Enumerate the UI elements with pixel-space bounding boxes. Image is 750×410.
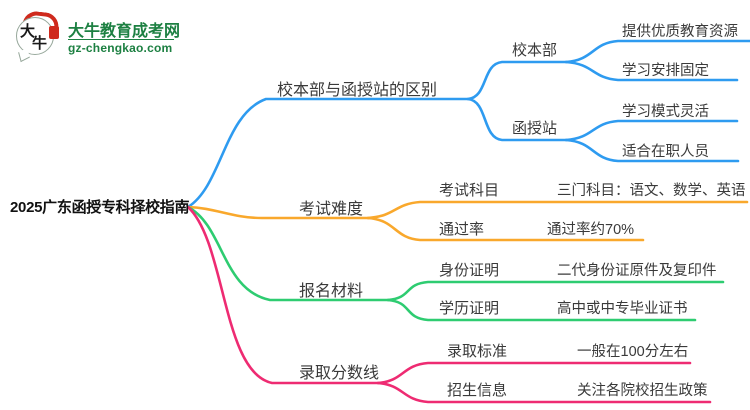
leaf-label-three-subjects[interactable]: 三门科目：语文、数学、英语 [557,183,746,199]
brand-divider [68,39,174,40]
root-node-title[interactable]: 2025广东函授专科择校指南 [10,199,190,216]
child-label-campus[interactable]: 校本部 [512,42,558,59]
child-label-education-proof[interactable]: 学历证明 [439,300,500,317]
logo-red-seal [49,26,59,39]
branch-wires-exam [186,200,749,242]
leaf-label-diploma[interactable]: 高中或中专毕业证书 [557,301,688,317]
leaf-label-fixed-schedule[interactable]: 学习安排固定 [622,63,709,79]
leaf-label-for-employed[interactable]: 适合在职人员 [622,144,709,160]
child-label-exam-subjects[interactable]: 考试科目 [439,182,500,199]
branch-wires-scoreline [186,205,712,404]
child-label-station[interactable]: 函授站 [512,120,558,137]
child-label-enrollment-info[interactable]: 招生信息 [447,382,508,399]
site-logo: 大 牛 大牛教育成考网 gz-chengkao.com [12,10,182,66]
logo-char: 大 [20,23,36,40]
leaf-label-id-card-copy[interactable]: 二代身份证原件及复印件 [557,263,717,279]
branch-label-campus-vs-station[interactable]: 校本部与函授站的区别 [277,82,438,99]
brand-domain: gz-chengkao.com [68,41,173,55]
leaf-label-flexible-mode[interactable]: 学习模式灵活 [622,104,709,120]
bull-logo-icon: 大 牛 [12,10,60,64]
branch-wires-materials [186,205,725,322]
leaf-label-around-100[interactable]: 一般在100分左右 [577,344,689,360]
child-label-identity-proof[interactable]: 身份证明 [439,262,500,279]
child-label-admission-standard[interactable]: 录取标准 [447,343,508,360]
brand-name: 大牛教育成考网 [68,23,181,40]
leaf-label-pass-rate-70[interactable]: 通过率约70% [547,222,635,238]
child-label-pass-rate[interactable]: 通过率 [439,221,485,238]
logo-char: 牛 [32,35,48,52]
leaf-label-quality-resources[interactable]: 提供优质教育资源 [622,24,738,40]
logo-speech-bubble [16,17,54,55]
branch-label-exam-difficulty[interactable]: 考试难度 [299,201,364,218]
branch-label-registration-materials[interactable]: 报名材料 [299,283,364,300]
leaf-label-follow-policies[interactable]: 关注各院校招生政策 [577,383,708,399]
branch-label-admission-score[interactable]: 录取分数线 [299,365,380,382]
branch-wires-campus [186,39,750,209]
